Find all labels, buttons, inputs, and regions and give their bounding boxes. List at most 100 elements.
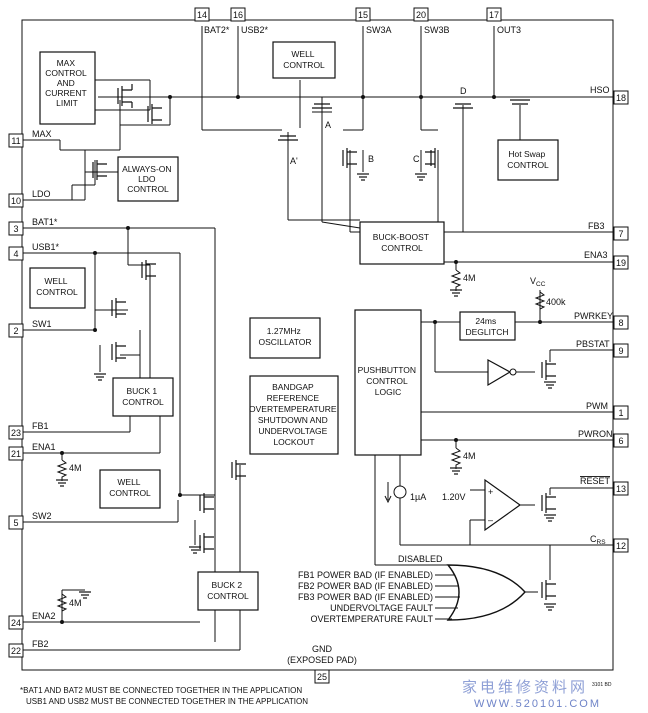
node-b: B — [368, 154, 374, 164]
r-vcc-value: 400k — [546, 297, 566, 307]
pin-8-num: 8 — [618, 318, 623, 328]
pin-15-num: 15 — [358, 10, 368, 20]
vcc-label: VCC — [530, 276, 546, 288]
pin-2-label: SW1 — [32, 319, 52, 329]
or-input-4: UNDERVOLTAGE FAULT — [330, 603, 433, 613]
pin-4-label: USB1* — [32, 242, 60, 252]
pin-23-label: FB1 — [32, 421, 49, 431]
pin-24-num: 24 — [11, 618, 21, 628]
pin-9-label: PBSTAT — [576, 339, 610, 349]
pin-7-label: FB3 — [588, 221, 605, 231]
footnote-2: USB1 AND USB2 MUST BE CONNECTED TOGETHER… — [26, 697, 308, 706]
always-on-ldo-label: ALWAYS-ON LDO CONTROL — [122, 164, 174, 194]
well-control-top-label: WELL CONTROL — [283, 49, 325, 70]
pin-6-label: PWRON — [578, 429, 613, 439]
pin-20-label: SW3B — [424, 25, 450, 35]
pin-20-num: 20 — [416, 10, 426, 20]
op-plus: + — [488, 487, 493, 497]
pin-14-num: 14 — [197, 10, 207, 20]
pin-11-label: MAX — [32, 129, 52, 139]
well-control-1-label: WELL CONTROL — [36, 276, 78, 297]
pin-10-label: LDO — [32, 189, 51, 199]
oscillator-block — [249, 317, 321, 359]
pin-8-label: PWRKEY — [574, 311, 613, 321]
max-control-label: MAX CONTROL AND CURRENT LIMIT — [45, 58, 89, 108]
pin-9-num: 9 — [618, 346, 623, 356]
disabled-label: DISABLED — [398, 554, 443, 564]
r-ena2-value: 4M — [69, 598, 82, 608]
hot-swap-block — [497, 139, 559, 181]
r-ena3-value: 4M — [463, 273, 476, 283]
pin-13-label: RESET — [580, 476, 611, 486]
always-on-ldo-block — [117, 156, 179, 202]
pin-24-label: ENA2 — [32, 611, 56, 621]
pin-12-num: 12 — [616, 541, 626, 551]
pin-18-num: 18 — [616, 93, 626, 103]
pin-10-num: 10 — [11, 196, 21, 206]
vref-label: 1.20V — [442, 492, 466, 502]
watermark-cn: 家电维修资料网 — [462, 678, 588, 696]
pin-1-label: PWM — [586, 401, 608, 411]
or-input-2: FB2 POWER BAD (IF ENABLED) — [298, 581, 433, 591]
pin-19-num: 19 — [616, 258, 626, 268]
buck-boost-block — [359, 221, 445, 265]
pin-23-num: 23 — [11, 428, 21, 438]
pin-17-num: 17 — [489, 10, 499, 20]
pin-13-num: 13 — [616, 484, 626, 494]
pin-14-label: BAT2* — [204, 25, 230, 35]
buck2-block — [197, 571, 259, 611]
pin-21-num: 21 — [11, 449, 21, 459]
pushbutton-label: PUSHBUTTON CONTROL LOGIC — [358, 365, 419, 397]
pin-25-label: GND — [312, 644, 333, 654]
buck1-block — [112, 377, 174, 417]
watermark-url: WWW.520101.COM — [474, 698, 601, 710]
pin-2-num: 2 — [13, 326, 18, 336]
current-source-label: 1µA — [410, 492, 426, 502]
figure-code: 3101 BD — [592, 682, 612, 688]
op-minus: – — [488, 515, 493, 525]
bandgap-block — [249, 375, 339, 455]
pin-3-num: 3 — [13, 224, 18, 234]
pin-18-label: HSO — [590, 85, 610, 95]
buck1-label: BUCK 1 CONTROL — [122, 386, 164, 407]
node-d: D — [460, 86, 467, 96]
r-pwron-value: 4M — [463, 451, 476, 461]
r-ena1-value: 4M — [69, 463, 82, 473]
well-control-top-block — [272, 41, 336, 79]
pin-7-num: 7 — [618, 229, 623, 239]
node-a-prime: A' — [290, 156, 298, 166]
oscillator-label: 1.27MHz OSCILLATOR — [258, 326, 311, 347]
pin-3-label: BAT1* — [32, 217, 58, 227]
pin-16-label: USB2* — [241, 25, 269, 35]
pin-1-num: 1 — [618, 408, 623, 418]
well-control-1-block — [29, 267, 86, 309]
well-control-2-block — [99, 469, 161, 509]
pin-11-num: 11 — [11, 136, 20, 146]
pin-15-label: SW3A — [366, 25, 392, 35]
pin-4-num: 4 — [13, 249, 18, 259]
pin-22-label: FB2 — [32, 639, 49, 649]
pin-5-num: 5 — [13, 518, 18, 528]
pin-25-label2: (EXPOSED PAD) — [287, 655, 357, 665]
pin-25-num: 25 — [317, 672, 327, 682]
or-input-1: FB1 POWER BAD (IF ENABLED) — [298, 570, 433, 580]
or-input-3: FB3 POWER BAD (IF ENABLED) — [298, 592, 433, 602]
deglitch-label: 24ms DEGLITCH — [466, 316, 509, 337]
buck2-label: BUCK 2 CONTROL — [207, 580, 249, 601]
or-input-5: OVERTEMPERATURE FAULT — [310, 614, 433, 624]
pin-12-label: CRS — [590, 534, 606, 546]
pin-22-num: 22 — [11, 646, 21, 656]
node-c: C — [413, 154, 420, 164]
deglitch-block — [459, 311, 516, 341]
pin-16-num: 16 — [233, 10, 243, 20]
hot-swap-label: Hot Swap CONTROL — [507, 149, 549, 170]
node-a: A — [325, 120, 331, 130]
max-control-block — [39, 51, 96, 125]
footnote-1: *BAT1 AND BAT2 MUST BE CONNECTED TOGETHE… — [20, 686, 302, 695]
bandgap-label: BANDGAP REFERENCE OVERTEMPERATURE SHUTDO… — [249, 382, 339, 447]
pin-17-label: OUT3 — [497, 25, 521, 35]
pin-6-num: 6 — [618, 436, 623, 446]
well-control-2-label: WELL CONTROL — [109, 477, 151, 498]
buck-boost-label: BUCK-BOOST CONTROL — [373, 232, 431, 253]
